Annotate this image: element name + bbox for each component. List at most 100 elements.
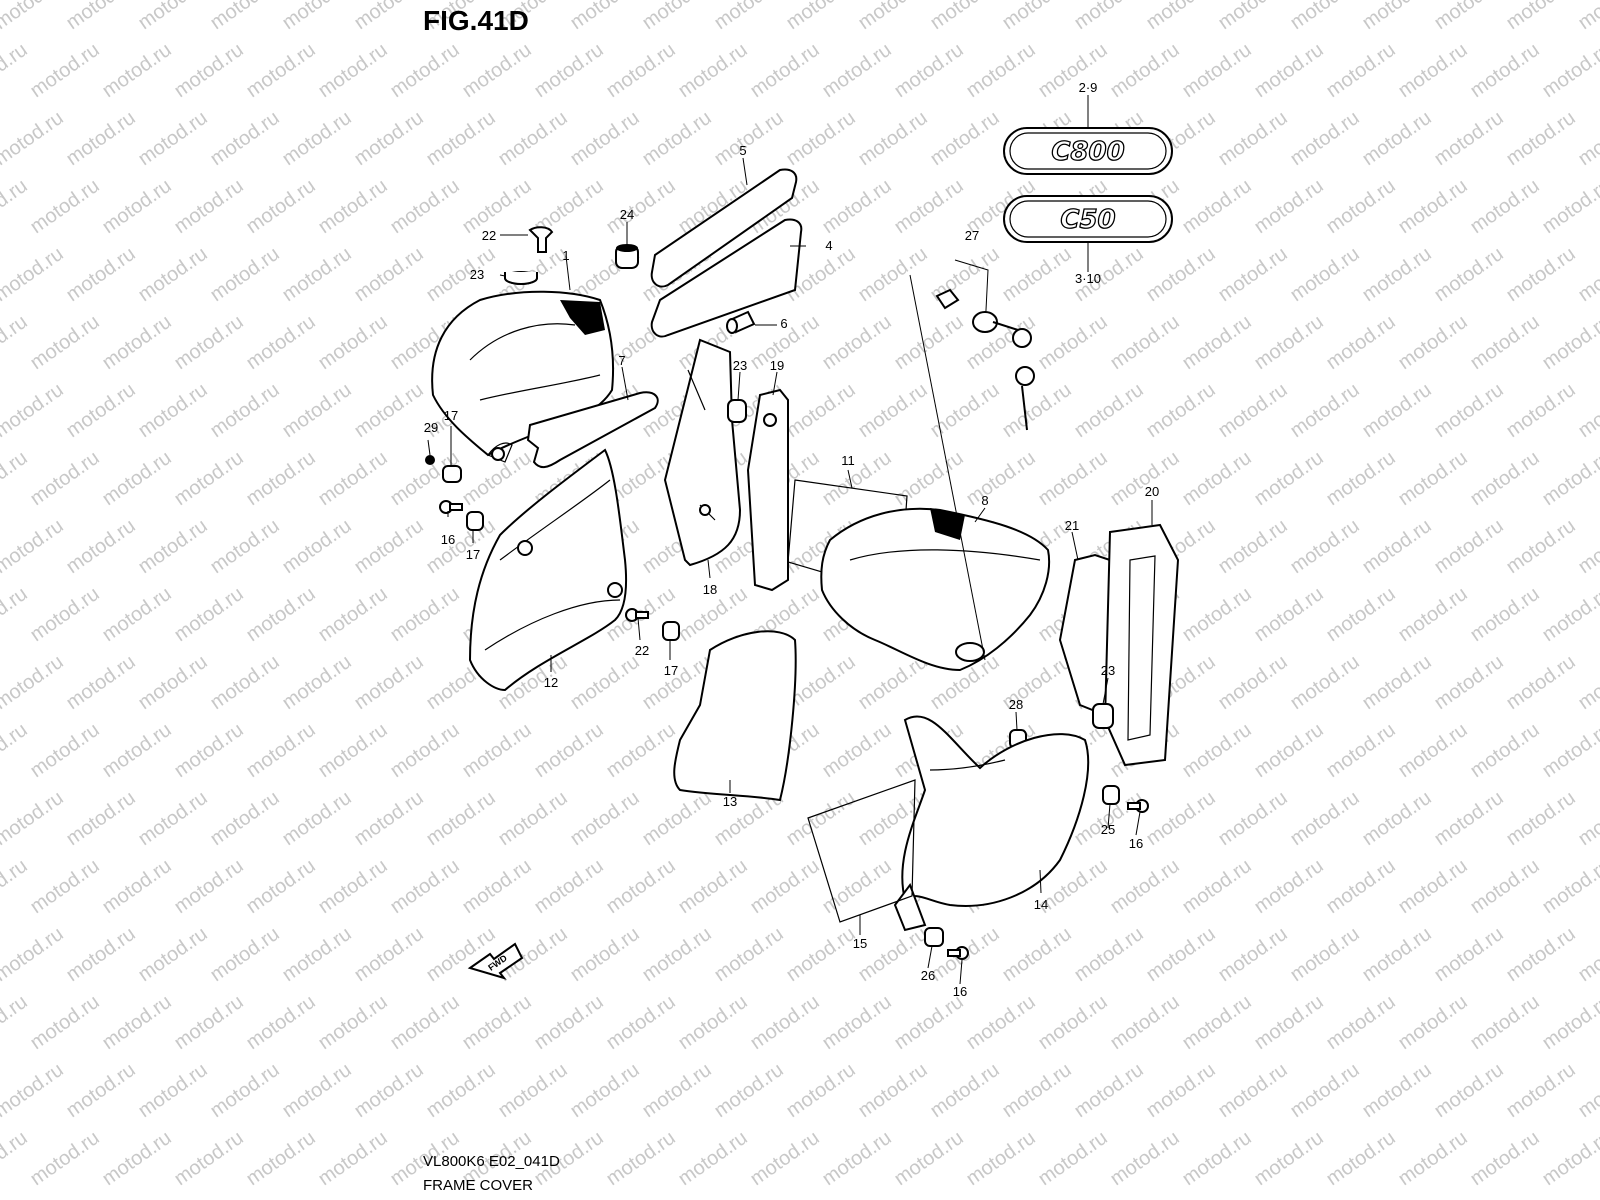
watermark-text: motod.ru bbox=[206, 379, 283, 442]
watermark-text: motod.ru bbox=[242, 447, 319, 510]
watermark-text: motod.ru bbox=[26, 1127, 103, 1190]
watermark-text: motod.ru bbox=[242, 39, 319, 102]
watermark-text: motod.ru bbox=[1358, 243, 1435, 306]
watermark-text: motod.ru bbox=[1214, 1059, 1291, 1122]
watermark-text: motod.ru bbox=[1394, 447, 1471, 510]
watermark-text: motod.ru bbox=[0, 719, 32, 782]
watermark-text: motod.ru bbox=[0, 243, 68, 306]
watermark-text: motod.ru bbox=[638, 787, 715, 850]
watermark-text: motod.ru bbox=[1466, 311, 1543, 374]
watermark-text: motod.ru bbox=[1250, 855, 1327, 918]
watermark-text: motod.ru bbox=[206, 1059, 283, 1122]
part-16-screw-c bbox=[947, 946, 969, 960]
watermark-text: motod.ru bbox=[962, 447, 1039, 510]
watermark-text: motod.ru bbox=[386, 855, 463, 918]
part-18-bracket bbox=[663, 338, 742, 567]
watermark-text: motod.ru bbox=[314, 39, 391, 102]
watermark-text: motod.ru bbox=[278, 515, 355, 578]
part-19-strip bbox=[746, 388, 789, 592]
watermark-text: motod.ru bbox=[278, 1059, 355, 1122]
watermark-text: motod.ru bbox=[170, 447, 247, 510]
watermark-text: motod.ru bbox=[710, 0, 787, 34]
watermark-text: motod.ru bbox=[134, 379, 211, 442]
part-14-lower-cover bbox=[893, 715, 1090, 932]
watermark-text: motod.ru bbox=[1538, 175, 1600, 238]
watermark-text: motod.ru bbox=[26, 39, 103, 102]
watermark-text: motod.ru bbox=[1178, 447, 1255, 510]
watermark-text: motod.ru bbox=[1214, 651, 1291, 714]
watermark-text: motod.ru bbox=[1250, 583, 1327, 646]
watermark-text: motod.ru bbox=[1106, 39, 1183, 102]
part-20-strip bbox=[1103, 523, 1180, 767]
watermark-text: motod.ru bbox=[26, 855, 103, 918]
watermark-text: motod.ru bbox=[314, 855, 391, 918]
watermark-text: motod.ru bbox=[494, 787, 571, 850]
watermark-text: motod.ru bbox=[818, 175, 895, 238]
watermark-text: motod.ru bbox=[242, 991, 319, 1054]
watermark-text: motod.ru bbox=[1286, 379, 1363, 442]
watermark-text: motod.ru bbox=[818, 447, 895, 510]
watermark-text: motod.ru bbox=[566, 923, 643, 986]
watermark-text: motod.ru bbox=[62, 787, 139, 850]
watermark-text: motod.ru bbox=[1502, 787, 1579, 850]
watermark-text: motod.ru bbox=[386, 583, 463, 646]
watermark-text: motod.ru bbox=[26, 311, 103, 374]
watermark-text: motod.ru bbox=[818, 311, 895, 374]
watermark-text: motod.ru bbox=[170, 311, 247, 374]
watermark-text: motod.ru bbox=[818, 855, 895, 918]
watermark-text: motod.ru bbox=[350, 923, 427, 986]
watermark-text: motod.ru bbox=[350, 0, 427, 34]
watermark-text: motod.ru bbox=[1502, 107, 1579, 170]
watermark-text: motod.ru bbox=[350, 787, 427, 850]
watermark-text: motod.ru bbox=[0, 447, 32, 510]
watermark-text: motod.ru bbox=[62, 243, 139, 306]
watermark-text: motod.ru bbox=[206, 107, 283, 170]
watermark-text: motod.ru bbox=[1178, 991, 1255, 1054]
watermark-text: motod.ru bbox=[206, 243, 283, 306]
part-4-pad bbox=[650, 218, 803, 338]
watermark-text: motod.ru bbox=[1178, 39, 1255, 102]
watermark-text: motod.ru bbox=[98, 39, 175, 102]
watermark-text: motod.ru bbox=[638, 107, 715, 170]
watermark-text: motod.ru bbox=[998, 243, 1075, 306]
watermark-text: motod.ru bbox=[998, 0, 1075, 34]
watermark-text: motod.ru bbox=[1106, 855, 1183, 918]
watermark-text: motod.ru bbox=[1322, 1127, 1399, 1190]
watermark-text: motod.ru bbox=[98, 1127, 175, 1190]
watermark-text: motod.ru bbox=[1538, 855, 1600, 918]
watermark-text: motod.ru bbox=[1358, 515, 1435, 578]
callout: 23 bbox=[470, 267, 484, 282]
watermark-text: motod.ru bbox=[26, 175, 103, 238]
watermark-text: motod.ru bbox=[1502, 0, 1579, 34]
part-23-grommet-mid bbox=[727, 399, 747, 423]
watermark-text: motod.ru bbox=[1106, 447, 1183, 510]
watermark-text: motod.ru bbox=[1142, 787, 1219, 850]
frame-cover-parts bbox=[425, 168, 1180, 960]
watermark-text: motod.ru bbox=[1286, 651, 1363, 714]
watermark-text: motod.ru bbox=[1214, 243, 1291, 306]
watermark-text: motod.ru bbox=[62, 1059, 139, 1122]
watermark-text: motod.ru bbox=[746, 855, 823, 918]
watermark-text: motod.ru bbox=[314, 991, 391, 1054]
watermark-text: motod.ru bbox=[566, 787, 643, 850]
emblem-c50-text: C50 bbox=[1060, 205, 1115, 235]
watermark-text: motod.ru bbox=[998, 379, 1075, 442]
watermark-text: motod.ru bbox=[314, 175, 391, 238]
part-17-grommet-b bbox=[466, 511, 484, 531]
watermark-text: motod.ru bbox=[1574, 379, 1600, 442]
callout: 16 bbox=[1129, 836, 1143, 851]
watermark-text: motod.ru bbox=[1502, 515, 1579, 578]
watermark-text: motod.ru bbox=[962, 991, 1039, 1054]
watermark-text: motod.ru bbox=[1034, 1127, 1111, 1190]
watermark-text: motod.ru bbox=[62, 923, 139, 986]
watermark-text: motod.ru bbox=[1394, 583, 1471, 646]
callout: 25 bbox=[1101, 822, 1115, 837]
callout: 14 bbox=[1034, 897, 1048, 912]
watermark-text: motod.ru bbox=[62, 515, 139, 578]
leader-lines bbox=[427, 95, 1153, 985]
part-22-screw-top bbox=[528, 226, 554, 253]
watermark-text: motod.ru bbox=[0, 1127, 32, 1190]
watermark-text: motod.ru bbox=[26, 991, 103, 1054]
watermark-text: motod.ru bbox=[926, 379, 1003, 442]
watermark-text: motod.ru bbox=[1178, 719, 1255, 782]
